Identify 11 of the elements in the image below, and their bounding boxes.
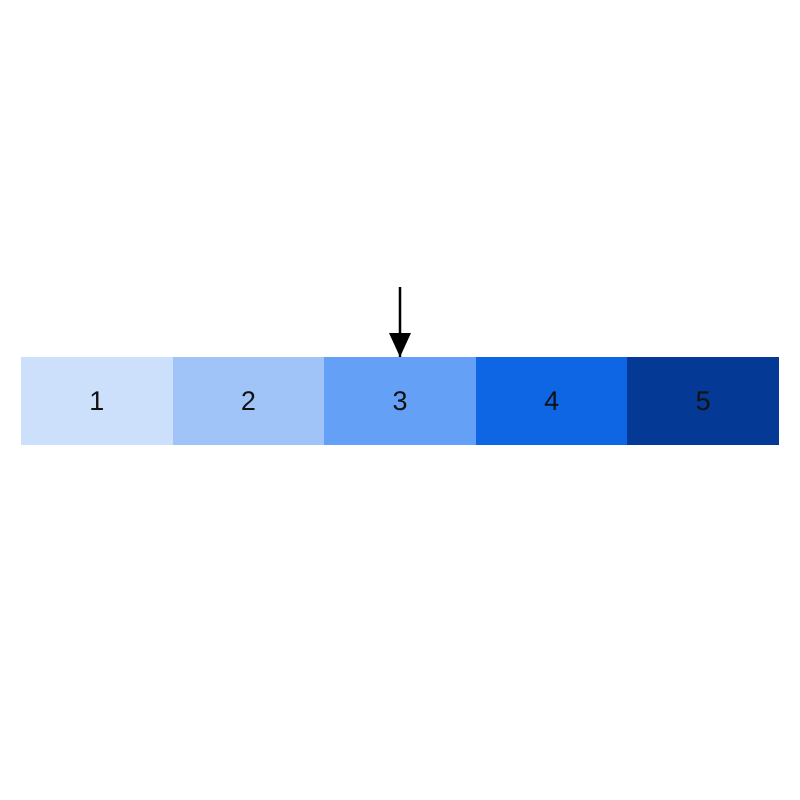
segment-number: 1 bbox=[89, 388, 104, 414]
scale-segment bbox=[476, 357, 628, 445]
scale-segment bbox=[324, 357, 476, 445]
arrow bbox=[389, 287, 411, 357]
segment-number: 5 bbox=[696, 388, 711, 414]
scale-segment bbox=[627, 357, 779, 445]
scale-segment bbox=[172, 357, 324, 445]
segment-number: 4 bbox=[544, 388, 560, 414]
segment-number: 2 bbox=[240, 388, 256, 414]
scale-segment bbox=[21, 357, 173, 445]
segment-number: 3 bbox=[392, 388, 408, 414]
